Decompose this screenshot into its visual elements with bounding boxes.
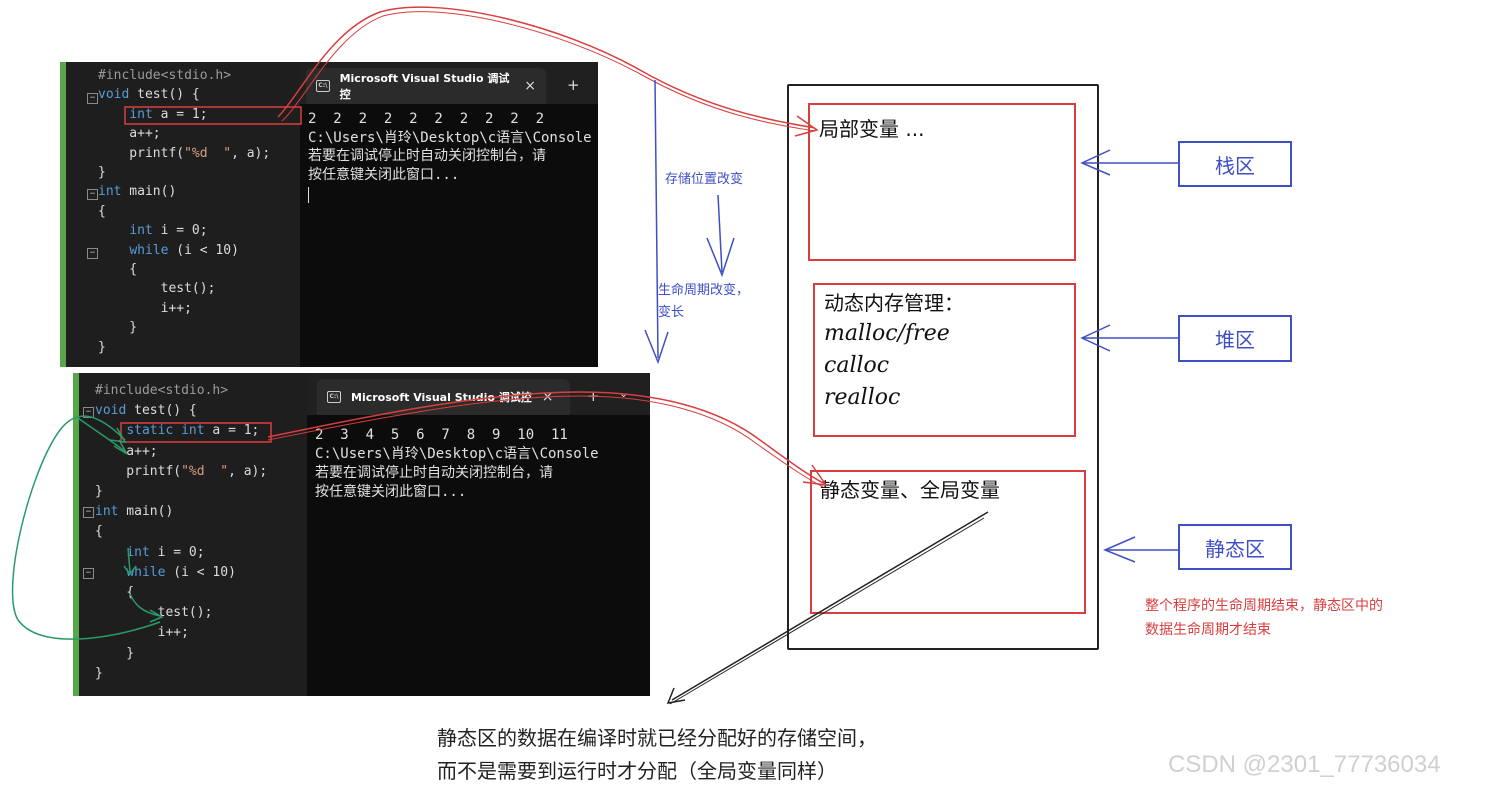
code-line: } — [95, 484, 103, 499]
code-line: } — [98, 339, 106, 355]
fold-toggle-icon[interactable]: − — [87, 248, 98, 259]
tab-dropdown-icon[interactable]: ⌄ — [619, 387, 629, 400]
close-tab-icon[interactable]: × — [541, 389, 554, 405]
console-tab[interactable]: C:\ Microsoft Visual Studio 调试控 × — [306, 68, 546, 104]
console-line: C:\Users\肖玲\Desktop\c语言\Console — [308, 130, 592, 146]
code-line: #include<stdio.h> — [98, 68, 232, 83]
console-line: 按任意键关闭此窗口... — [315, 484, 467, 500]
console-line: 按任意键关闭此窗口... — [308, 167, 460, 183]
code-line: void test() { — [98, 87, 200, 103]
fold-toggle-icon[interactable]: − — [83, 568, 94, 579]
console-tab-title: Microsoft Visual Studio 调试控 — [339, 72, 510, 101]
code-editor-2: − − − #include<stdio.h> void test() { sta… — [73, 373, 307, 696]
editor-gutter — [60, 62, 66, 367]
code-line: void test() { — [95, 403, 197, 419]
code-line: test(); — [95, 605, 213, 621]
code-line: } — [98, 320, 138, 336]
blue-short-arrow — [717, 194, 723, 273]
close-tab-icon[interactable]: × — [524, 78, 536, 94]
console-line: C:\Users\肖玲\Desktop\c语言\Console — [315, 446, 599, 462]
fold-toggle-icon[interactable]: − — [83, 407, 94, 418]
code-line: { — [98, 262, 138, 277]
code-line: a++; — [98, 126, 161, 142]
code-line: printf("%d ", a); — [98, 145, 271, 161]
console-window-1: C:\ Microsoft Visual Studio 调试控 × + 2 2 … — [300, 62, 598, 367]
console-line: 若要在调试停止时自动关闭控制台，请 — [308, 148, 546, 164]
code-line: while (i < 10) — [126, 564, 236, 580]
csdn-watermark: CSDN @2301_77736034 — [1168, 751, 1441, 778]
static-content: 静态变量、全局变量 — [820, 478, 1000, 502]
terminal-icon: C:\ — [316, 80, 330, 92]
console-line: 2 3 4 5 6 7 8 9 10 11 — [315, 427, 568, 443]
new-tab-icon[interactable]: + — [587, 387, 600, 405]
code-line: while (i < 10) — [129, 242, 239, 258]
fold-toggle-icon[interactable]: − — [83, 507, 94, 518]
heap-region — [813, 283, 1076, 437]
code-line: static int a = 1; — [126, 423, 260, 439]
console-tab-bar: C:\ Microsoft Visual Studio 调试控 × + ⌄ — [307, 373, 650, 415]
arrowhead-icon — [706, 237, 735, 278]
console-line: 2 2 2 2 2 2 2 2 2 2 — [308, 111, 545, 127]
new-tab-icon[interactable]: + — [567, 76, 580, 94]
code-line: #include<stdio.h> — [95, 383, 229, 398]
code-line: } — [95, 645, 135, 661]
code-line: { — [98, 203, 106, 219]
code-line: } — [95, 665, 103, 681]
text-cursor — [308, 187, 309, 203]
heap-content: 动态内存管理： — [824, 291, 964, 315]
code-line: int a = 1; — [129, 106, 208, 122]
code-line: int main() — [95, 504, 174, 520]
code-line: { — [95, 585, 135, 600]
code-editor-1: − − − #include<stdio.h> void test() { int… — [60, 62, 300, 367]
stack-region — [808, 103, 1076, 261]
console-tab-title: Microsoft Visual Studio 调试控 — [351, 391, 532, 404]
terminal-icon: C:\ — [327, 391, 341, 403]
arrowhead-icon — [666, 687, 686, 704]
heap-functions: malloc/free calloc realloc — [824, 321, 950, 410]
code-line: { — [95, 524, 103, 540]
static-label: 静态区 — [1178, 524, 1292, 570]
code-line: i++; — [98, 300, 192, 316]
storage-change-note: 存储位置改变 — [665, 172, 744, 187]
editor-gutter — [73, 373, 79, 696]
arrowhead-icon — [1103, 536, 1136, 563]
console-tab[interactable]: C:\ Microsoft Visual Studio 调试控 × — [317, 379, 570, 415]
stack-label: 栈区 — [1178, 141, 1292, 187]
fold-toggle-icon[interactable]: − — [87, 189, 98, 200]
code-line: int main() — [98, 184, 177, 200]
code-line: int i = 0; — [129, 223, 208, 239]
arrowhead-icon — [644, 329, 669, 365]
code-line: printf("%d ", a); — [95, 463, 268, 479]
code-line: } — [98, 165, 106, 180]
fold-toggle-icon[interactable]: − — [87, 93, 98, 104]
code-line: a++; — [95, 443, 158, 459]
stack-content: 局部变量 ... — [819, 117, 925, 141]
console-line: 若要在调试停止时自动关闭控制台，请 — [315, 465, 553, 481]
code-line: i++; — [95, 625, 189, 641]
console-tab-bar: C:\ Microsoft Visual Studio 调试控 × + — [300, 62, 598, 104]
heap-label: 堆区 — [1178, 315, 1292, 362]
lifetime-change-note: 生命周期改变， 变长 — [658, 283, 750, 320]
code-line: int i = 0; — [126, 544, 205, 560]
console-window-2: C:\ Microsoft Visual Studio 调试控 × + ⌄ 2 … — [307, 373, 650, 696]
code-line: test(); — [98, 281, 216, 297]
static-lifetime-note: 整个程序的生命周期结束，静态区中的 数据生命周期才结束 — [1145, 598, 1383, 638]
bottom-explanation: 静态区的数据在编译时就已经分配好的存储空间， 而不是需要到运行时才分配（全局变量… — [437, 726, 877, 783]
